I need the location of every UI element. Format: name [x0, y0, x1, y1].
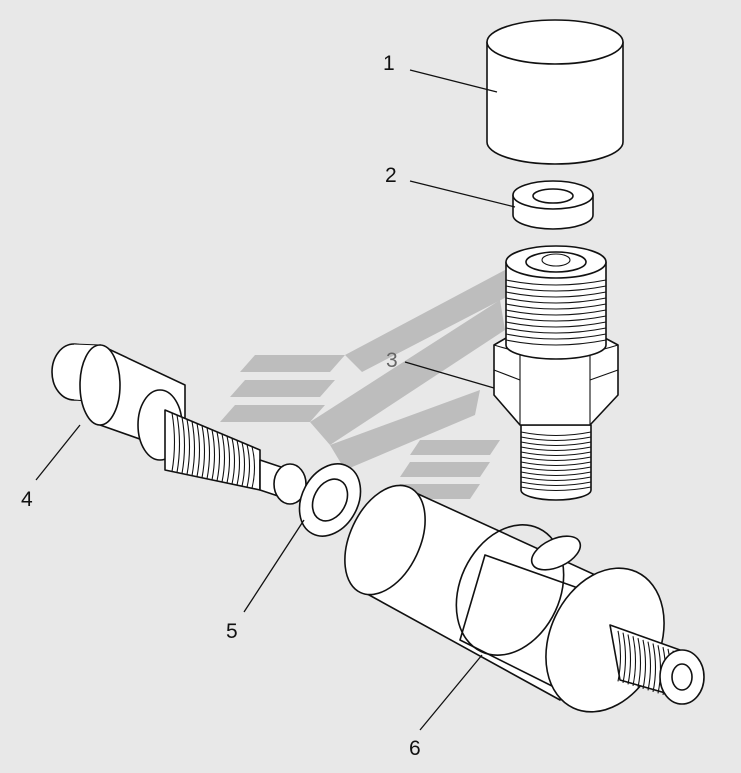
- part-main-body: [344, 484, 705, 713]
- part-threaded-pin: [51, 343, 307, 505]
- callout-5: 5: [226, 620, 238, 643]
- part-cap: [486, 19, 624, 165]
- part-oring: [298, 463, 362, 537]
- callout-4: 4: [21, 488, 33, 511]
- part-fitting: [493, 245, 619, 501]
- callout-1: 1: [383, 52, 395, 75]
- leader-lines: [35, 69, 516, 731]
- part-washer: [512, 180, 594, 230]
- callout-3: 3: [386, 349, 398, 372]
- callout-2: 2: [385, 164, 397, 187]
- callout-6: 6: [409, 737, 421, 760]
